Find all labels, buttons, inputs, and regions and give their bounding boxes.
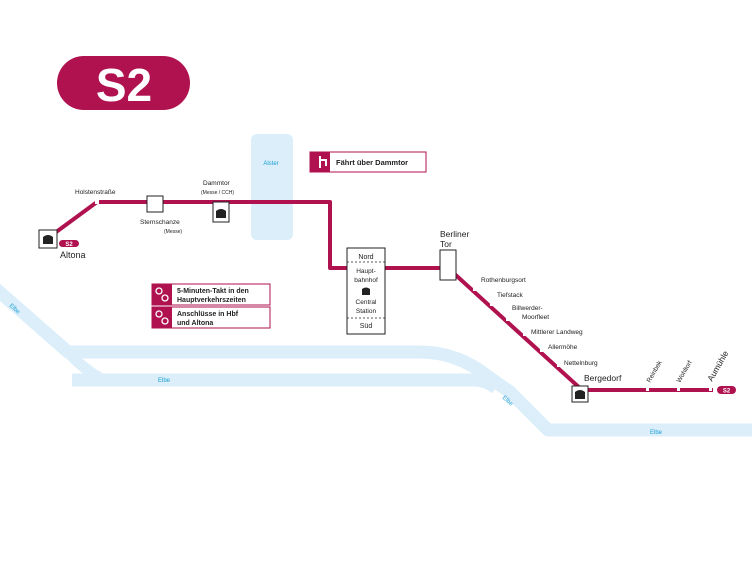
hbf-sued: Süd [360, 323, 373, 330]
gear-icon [155, 310, 163, 318]
line-badge: S2 [57, 56, 190, 111]
hbf-name-4: Station [356, 308, 377, 315]
holstenstrasse-tick [95, 200, 99, 204]
station-billwerder-2[interactable]: Moorfleet [522, 314, 549, 321]
hbf-nord: Nord [358, 254, 373, 261]
station-billwerder-1[interactable]: Billwerder- [512, 305, 543, 312]
station-wohltorf[interactable]: Wohltorf [676, 359, 694, 391]
sternschanze-sub: (Messe) [164, 229, 182, 235]
billwerder-tick [506, 318, 509, 321]
aumuehle-badge-label: S2 [723, 389, 731, 395]
allermoehe-tick [540, 349, 543, 352]
station-nettelnburg[interactable]: Nettelnburg [564, 360, 598, 367]
bergedorf-label: Bergedorf [584, 373, 622, 383]
callout-anschluss-line2: und Altona [177, 320, 213, 327]
station-bergedorf[interactable]: Bergedorf [571, 373, 622, 403]
altona-label: Altona [60, 250, 86, 260]
alster-lake [251, 134, 293, 240]
station-allermoehe[interactable]: Allermöhe [548, 344, 578, 351]
altona-badge [59, 240, 79, 247]
callout-takt-line1: 5-Minuten-Takt in den [177, 288, 249, 295]
diagonal-stop-labels: Rothenburgsort Tiefstack Billwerder- Moo… [481, 277, 598, 367]
callout-dammtor: Fährt über Dammtor [309, 151, 427, 173]
elbe-label-right: Elbe [650, 430, 663, 436]
line-badge-label: S2 [96, 59, 152, 111]
nettelnburg-tick [557, 364, 560, 367]
rothenburgsort-tick [473, 288, 476, 291]
gear-icon [155, 287, 163, 295]
callout-anschluss-line1: Anschlüsse in Hbf [177, 311, 239, 318]
holstenstrasse-label: Holstenstraße [75, 189, 116, 196]
aumuehle-label: Aumühle [705, 349, 731, 383]
reinbek-tick [646, 388, 649, 391]
altona-badge-label: S2 [65, 242, 73, 248]
station-reinbek[interactable]: Reinbek [646, 359, 664, 391]
regional-train-icon [575, 390, 585, 399]
gear-icon [161, 294, 169, 302]
hbf-name-2: bahnhof [354, 277, 378, 284]
aumuehle-badge [717, 386, 736, 394]
sternschanze-label: Sternschanze [140, 219, 180, 226]
station-sternschanze[interactable]: Sternschanze (Messe) [140, 195, 182, 235]
reinbek-label: Reinbek [646, 359, 664, 384]
line-badge-pill [57, 56, 190, 110]
berliner-tor-label-2: Tor [440, 239, 452, 249]
station-holstenstrasse[interactable]: Holstenstraße [75, 189, 116, 204]
regional-train-icon [216, 209, 226, 218]
wohltorf-tick [677, 388, 680, 391]
elbe-river-branch [72, 373, 501, 394]
hbf-name-1: Haupt- [356, 268, 376, 275]
station-mittlerer-landweg[interactable]: Mittlerer Landweg [531, 329, 583, 336]
route-diversion-icon [319, 156, 327, 168]
callout-dammtor-text: Fährt über Dammtor [336, 158, 408, 167]
dammtor-label: Dammtor [203, 180, 231, 187]
dammtor-sub: (Messe / CCH) [201, 190, 234, 196]
berliner-tor-box [439, 249, 457, 281]
station-aumuehle[interactable]: Aumühle S2 [705, 349, 736, 395]
gear-icon [161, 317, 169, 325]
station-altona[interactable]: S2 Altona [38, 229, 86, 260]
water-layer [0, 134, 752, 437]
berliner-tor-label-1: Berliner [440, 229, 469, 239]
alster-label: Alster [263, 161, 278, 167]
regional-train-icon [43, 235, 53, 244]
regional-train-icon [362, 287, 370, 295]
callout-anschluss-iconbox [152, 307, 172, 328]
hbf-name-3: Central [356, 299, 378, 306]
elbe-label-center: Elbe [158, 378, 171, 384]
station-tiefstack[interactable]: Tiefstack [497, 292, 524, 299]
station-berliner-tor[interactable]: Berliner Tor [439, 229, 469, 281]
callout-takt-line2: Hauptverkehrszeiten [177, 297, 246, 304]
callout-anschluss: Anschlüsse in Hbf und Altona [151, 306, 271, 329]
wohltorf-label: Wohltorf [676, 359, 694, 384]
elbe-river-branch-upper [63, 348, 103, 383]
tiefstack-tick [490, 303, 493, 306]
sternschanze-box [146, 195, 164, 213]
callout-takt-iconbox [152, 284, 172, 305]
station-rothenburgsort[interactable]: Rothenburgsort [481, 277, 526, 284]
callout-takt: 5-Minuten-Takt in den Hauptverkehrszeite… [151, 283, 271, 306]
aumuehle-tick [709, 388, 712, 391]
station-dammtor[interactable]: Dammtor (Messe / CCH) [201, 180, 234, 223]
mittlerer-landweg-tick [523, 333, 526, 336]
diagonal-stops [473, 288, 560, 367]
station-hauptbahnhof[interactable]: Nord Haupt- bahnhof Central Station Süd [346, 247, 386, 335]
